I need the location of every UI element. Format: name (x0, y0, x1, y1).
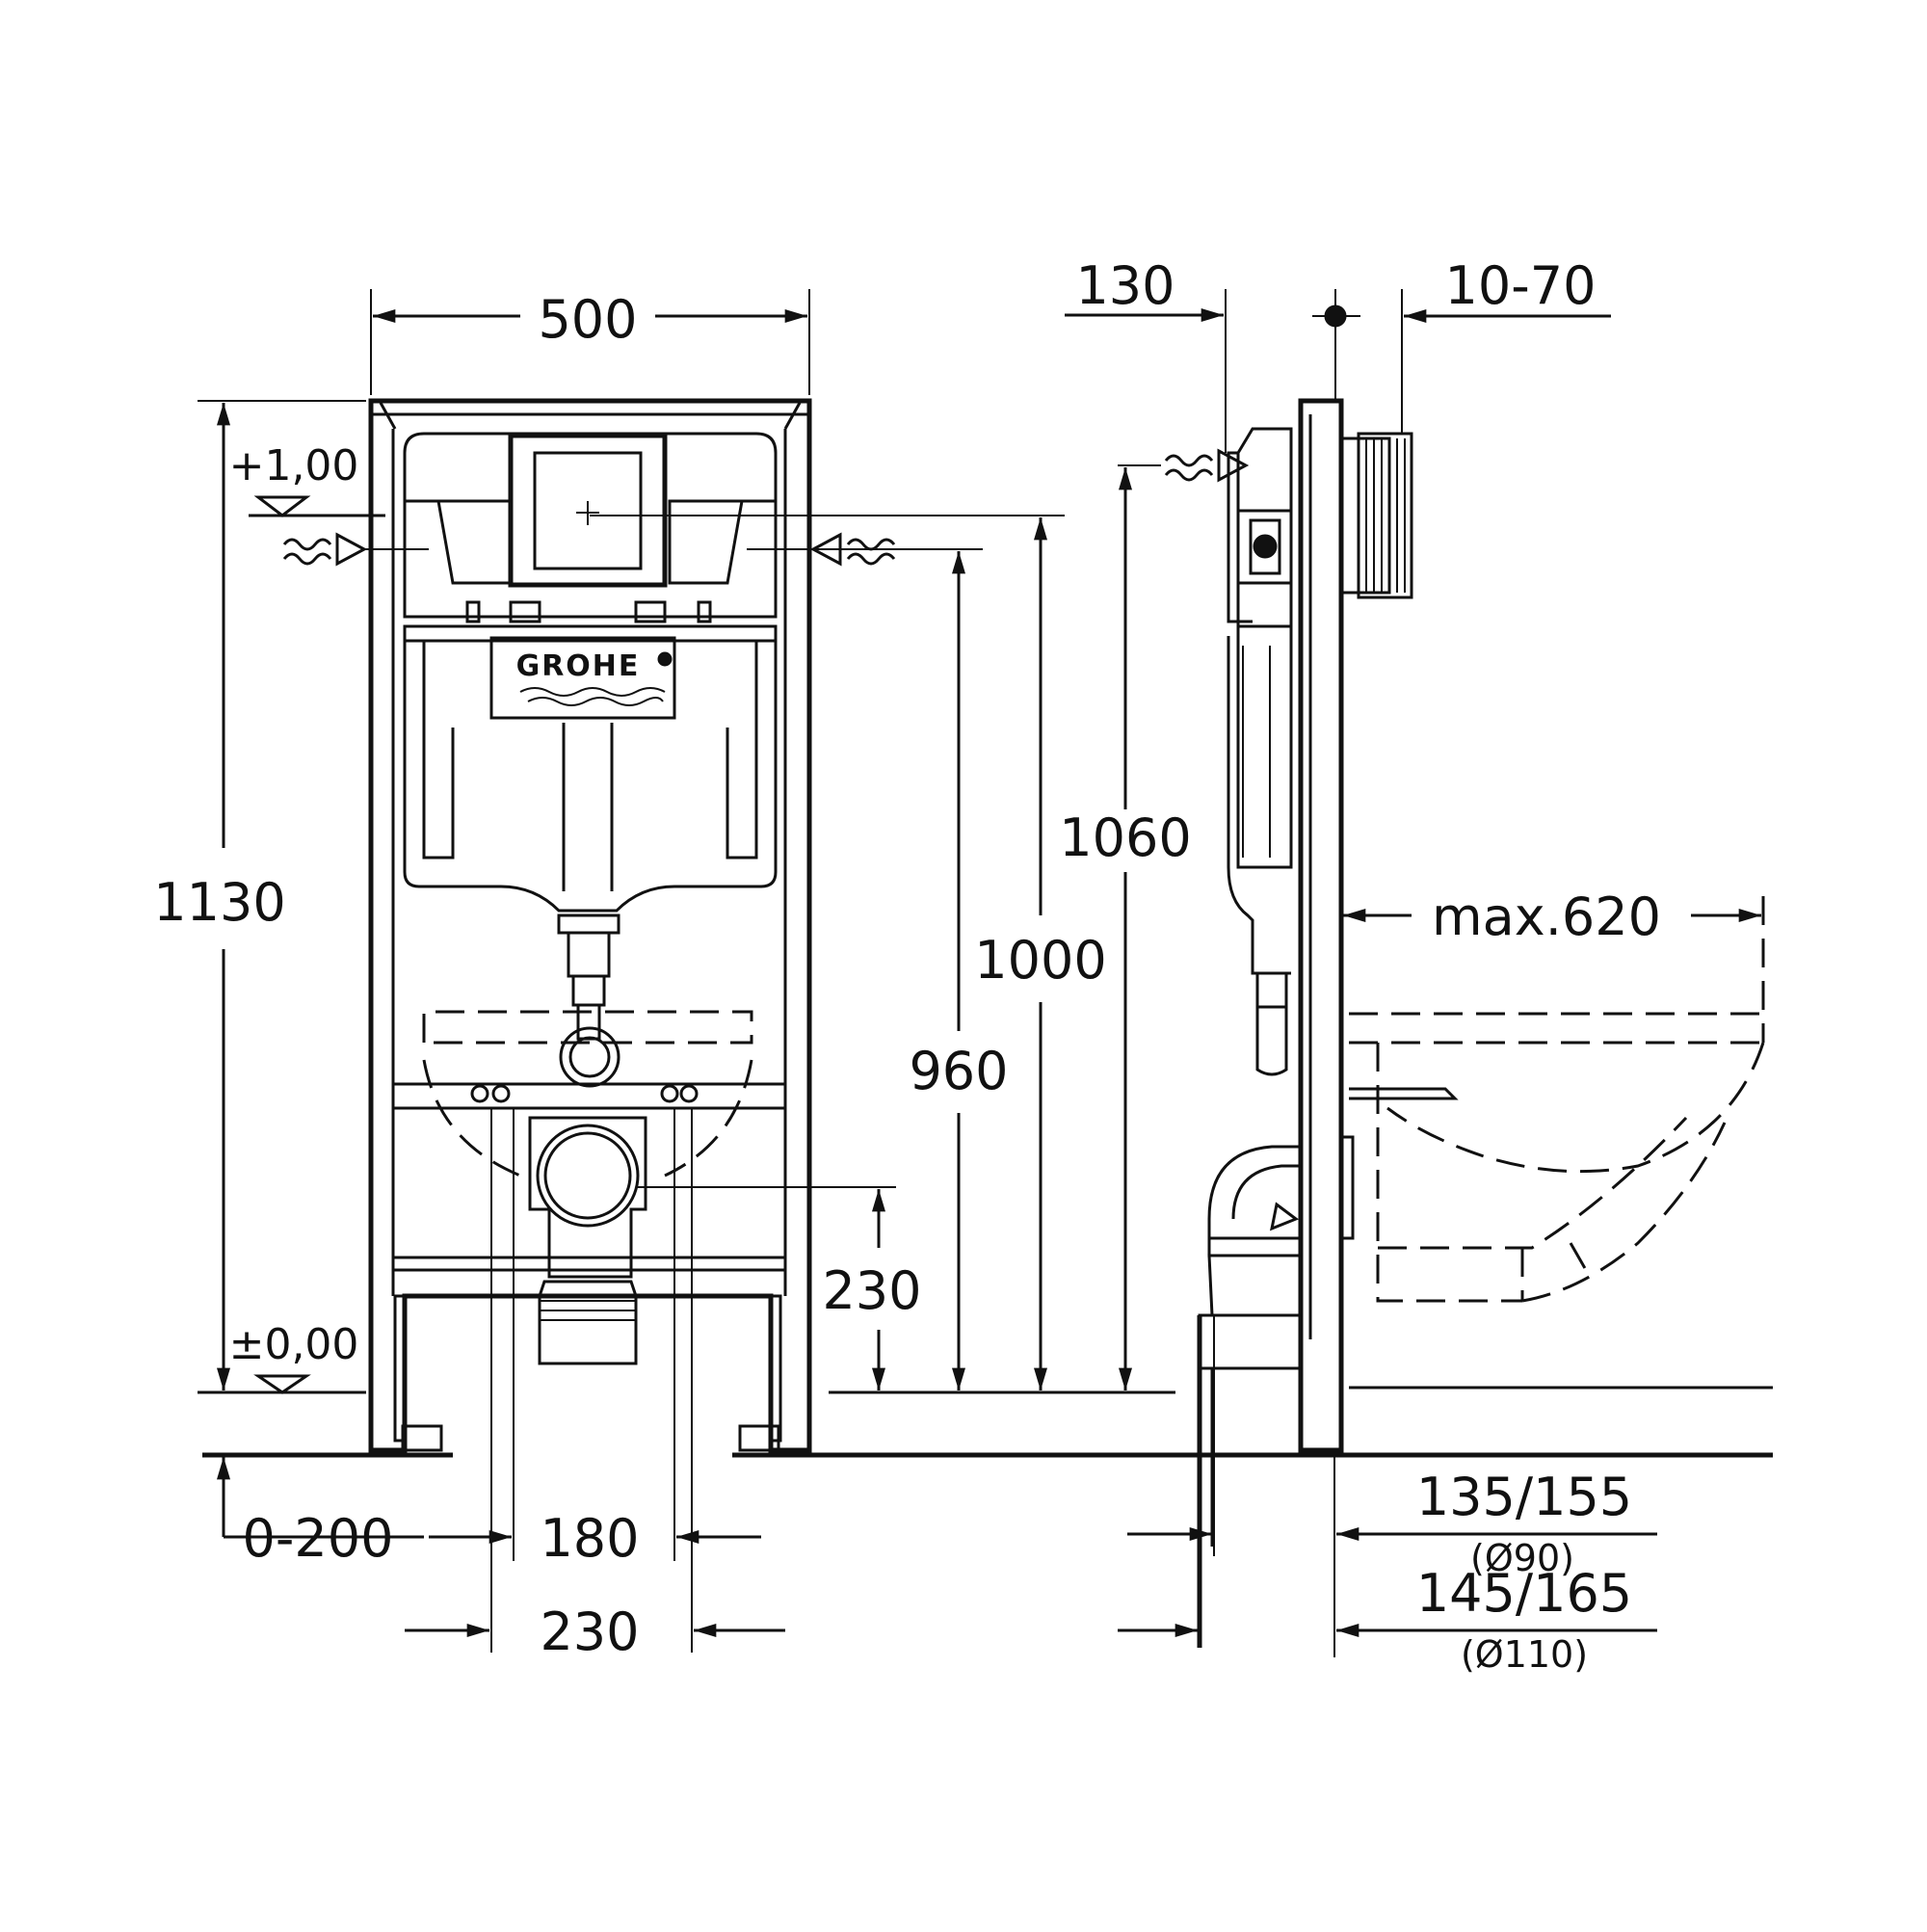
dim-label-1000: 1000 (974, 930, 1106, 991)
dim-pipe-135-155: 135/155 (Ø90) (1127, 1368, 1657, 1657)
dim-height-1130: 1130 (153, 400, 366, 1390)
side-frame (1164, 398, 1413, 1648)
dim-label-960: 960 (909, 1041, 1008, 1101)
dim-label-10-70: 10-70 (1445, 255, 1597, 316)
dim-label-0-200: 0-200 (243, 1508, 394, 1569)
dim-max-620: max.620 (1343, 887, 1761, 947)
dim-label-1060: 1060 (1059, 807, 1191, 868)
level-top: +1,00 (229, 441, 385, 517)
dim-height-960: 960 (909, 550, 1009, 1390)
floor-lines (198, 1386, 1773, 1458)
dim-label-230-height: 230 (822, 1260, 921, 1321)
dim-adjust-0-200: 0-200 (217, 1457, 424, 1569)
dim-distance-180: 180 (429, 1108, 761, 1569)
dim-height-230: 230 (822, 1189, 922, 1390)
dim-label-145-165: 145/165 (1416, 1563, 1632, 1624)
dim-width-500: 500 (370, 289, 810, 395)
dim-distance-230: 230 (405, 1108, 785, 1662)
dim-label-1130: 1130 (153, 872, 285, 933)
dim-label-130: 130 (1075, 255, 1175, 316)
level-floor: ±0,00 (229, 1320, 359, 1394)
dim-depth-10-70: 10-70 (1312, 255, 1611, 434)
dim-label-135-155: 135/155 (1416, 1467, 1632, 1527)
dim-height-1060: 1060 (1059, 464, 1192, 1390)
dim-label-230-width: 230 (540, 1601, 639, 1662)
brand-logo: GROHE (516, 649, 641, 683)
cistern: GROHE (403, 432, 778, 1088)
dim-label-180: 180 (540, 1508, 639, 1569)
level-floor-label: ±0,00 (229, 1320, 359, 1369)
dim-depth-130: 130 (1065, 255, 1227, 453)
bowl-outline-side (1349, 896, 1765, 1303)
dim-label-d90: (Ø90) (1470, 1537, 1574, 1579)
dim-pipe-145-165: 145/165 (Ø110) (1118, 1563, 1657, 1676)
drain-bend-front (470, 1084, 699, 1365)
dim-height-1000: 1000 (974, 516, 1107, 1390)
dim-label-500: 500 (538, 289, 637, 350)
dim-label-d110: (Ø110) (1461, 1633, 1588, 1676)
water-supply-left (282, 532, 429, 567)
level-top-label: +1,00 (229, 441, 359, 490)
dim-label-max-620: max.620 (1432, 887, 1661, 947)
front-frame (368, 398, 812, 1453)
bowl-outline-front (422, 1010, 753, 1178)
